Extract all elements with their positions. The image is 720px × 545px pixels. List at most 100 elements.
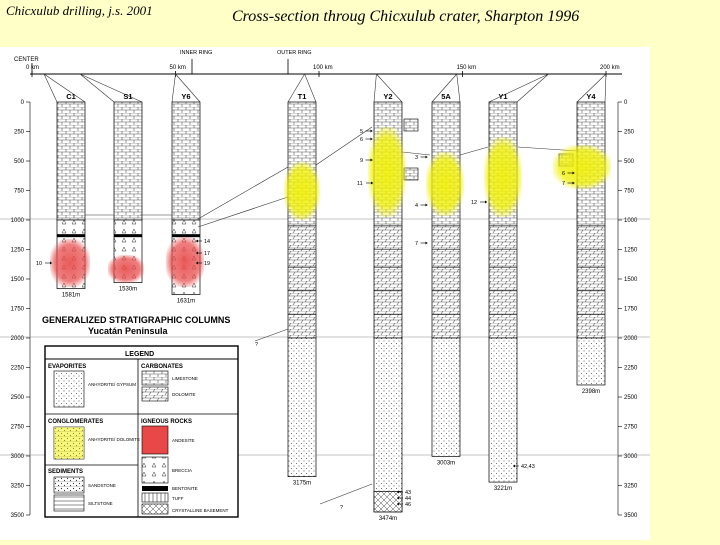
columns-subtitle: Yucatán Peninsula (88, 326, 169, 336)
sample-label: 12 (471, 200, 477, 206)
outer-ring-label: OUTER RING (277, 50, 312, 56)
sample-label: 5 (360, 129, 363, 135)
well-t1: T1 3175m (287, 73, 317, 487)
legend-tuff: TUFF (172, 496, 184, 501)
depth-tick-right: 250 (624, 130, 635, 136)
distance-tick-label: 0 km (26, 65, 39, 71)
sample-label: 7 (562, 181, 565, 187)
well-name: 5A (441, 92, 451, 101)
depth-tick-right: 3500 (624, 513, 638, 519)
depth-tick-left: 1750 (11, 307, 25, 313)
depth-tick-right: 2000 (624, 336, 638, 342)
depth-tick-right: 2500 (624, 395, 638, 401)
sample-label: 6 (562, 171, 565, 177)
depth-tick-right: 3250 (624, 484, 638, 490)
well-total-depth: 3175m (293, 481, 311, 487)
well-total-depth: 3474m (379, 516, 397, 522)
sample-label: 6 (360, 137, 363, 143)
well-y1: Y1 3221m (488, 73, 549, 492)
sample-label: 11 (357, 181, 363, 187)
sample-label: 9 (360, 158, 363, 164)
well-name: C1 (66, 92, 76, 101)
depth-tick-left: 2500 (11, 395, 25, 401)
legend-limestone: LIMESTONE (172, 376, 198, 381)
sample-label: ? (255, 342, 258, 348)
legend-breccia: BRECCIA (172, 468, 192, 473)
depth-tick-right: 3000 (624, 454, 638, 460)
depth-tick-left: 2250 (11, 366, 25, 372)
distance-tick-label: 100 km (313, 65, 333, 71)
legend-title: LEGEND (125, 351, 154, 358)
legend-andesite: ANDESITE (172, 438, 195, 443)
legend-carbonates: CARBONATES (141, 364, 183, 370)
left-caption: Chicxulub drilling, j.s. 2001 (6, 3, 153, 18)
depth-tick-right: 2250 (624, 366, 638, 372)
sample-label: ? (340, 505, 343, 511)
depth-tick-left: 0 (21, 100, 25, 106)
well-total-depth: 3221m (494, 486, 512, 492)
sample-label: 46 (405, 502, 411, 508)
legend: LEGEND EVAPORITES ANHYDRITE/ GYPSUM CARB… (44, 345, 239, 518)
sample-label: 43 (405, 490, 411, 496)
depth-tick-right: 1250 (624, 248, 638, 254)
legend-dolomite: DOLOMITE (172, 392, 196, 397)
depth-tick-left: 750 (14, 189, 25, 195)
well-name: Y4 (586, 92, 596, 101)
well-name: Y1 (498, 92, 507, 101)
legend-anhydrite-gypsum: ANHYDRITE/ GYPSUM (88, 382, 136, 387)
sample-label: 14 (204, 239, 210, 245)
highlights (50, 127, 611, 287)
sample-label: 3 (415, 155, 418, 161)
slide-title: Cross-section throug Chicxulub crater, S… (232, 8, 580, 25)
legend-bentonite: BENTONITE (172, 486, 198, 491)
depth-tick-left: 250 (14, 130, 25, 136)
columns-title: GENERALIZED STRATIGRAPHIC COLUMNS (42, 315, 230, 325)
depth-tick-right: 1500 (624, 277, 638, 283)
sample-label: 44 (405, 496, 411, 502)
depth-tick-right: 1750 (624, 307, 638, 313)
legend-siltstone: SILTSTONE (88, 501, 113, 506)
well-total-depth: 1631m (177, 298, 195, 304)
depth-tick-right: 500 (624, 159, 635, 165)
well-name: Y2 (383, 92, 392, 101)
legend-basement: CRYSTALLINE BASEMENT (172, 508, 229, 513)
distance-tick-label: 150 km (457, 65, 477, 71)
depth-tick-left: 2000 (11, 336, 25, 342)
correlation-lines (85, 126, 579, 505)
depth-tick-right: 750 (624, 189, 635, 195)
depth-axis-right: 0250500750100012501500175020002250250027… (617, 100, 638, 519)
depth-tick-left: 500 (14, 159, 25, 165)
well-name: S1 (123, 92, 132, 101)
legend-evaporites: EVAPORITES (48, 364, 86, 370)
sample-label: 42,43 (521, 464, 535, 470)
depth-tick-left: 3500 (11, 513, 25, 519)
legend-sediments: SEDIMENTS (48, 469, 83, 475)
well-c1: C1 1581m (43, 73, 86, 299)
sample-label: 4 (415, 203, 418, 209)
legend-sandstone: SANDSTONE (88, 483, 116, 488)
depth-tick-left: 1000 (11, 218, 25, 224)
legend-igneous: IGNEOUS ROCKS (141, 419, 192, 425)
depth-tick-right: 1000 (624, 218, 638, 224)
distance-tick-label: 200 km (600, 65, 620, 71)
distance-tick-label: 50 km (170, 65, 186, 71)
legend-anhydrite-dolomite: ANHYDRITE/ DOLOMITE (88, 437, 140, 442)
depth-tick-left: 3250 (11, 484, 25, 490)
depth-tick-left: 3000 (11, 454, 25, 460)
depth-axis-left: 0250500750100012501500175020002250250027… (11, 100, 31, 519)
center-label: CENTER (14, 57, 39, 63)
sample-label: 7 (415, 241, 418, 247)
sample-label: 17 (204, 251, 210, 257)
legend-conglomerates: CONGLOMERATES (48, 419, 103, 425)
depth-tick-left: 1250 (11, 248, 25, 254)
sample-label: 10 (36, 261, 42, 267)
well-name: Y6 (181, 92, 190, 101)
depth-tick-left: 2750 (11, 425, 25, 431)
well-name: T1 (298, 92, 307, 101)
well-total-depth: 1581m (62, 293, 80, 299)
